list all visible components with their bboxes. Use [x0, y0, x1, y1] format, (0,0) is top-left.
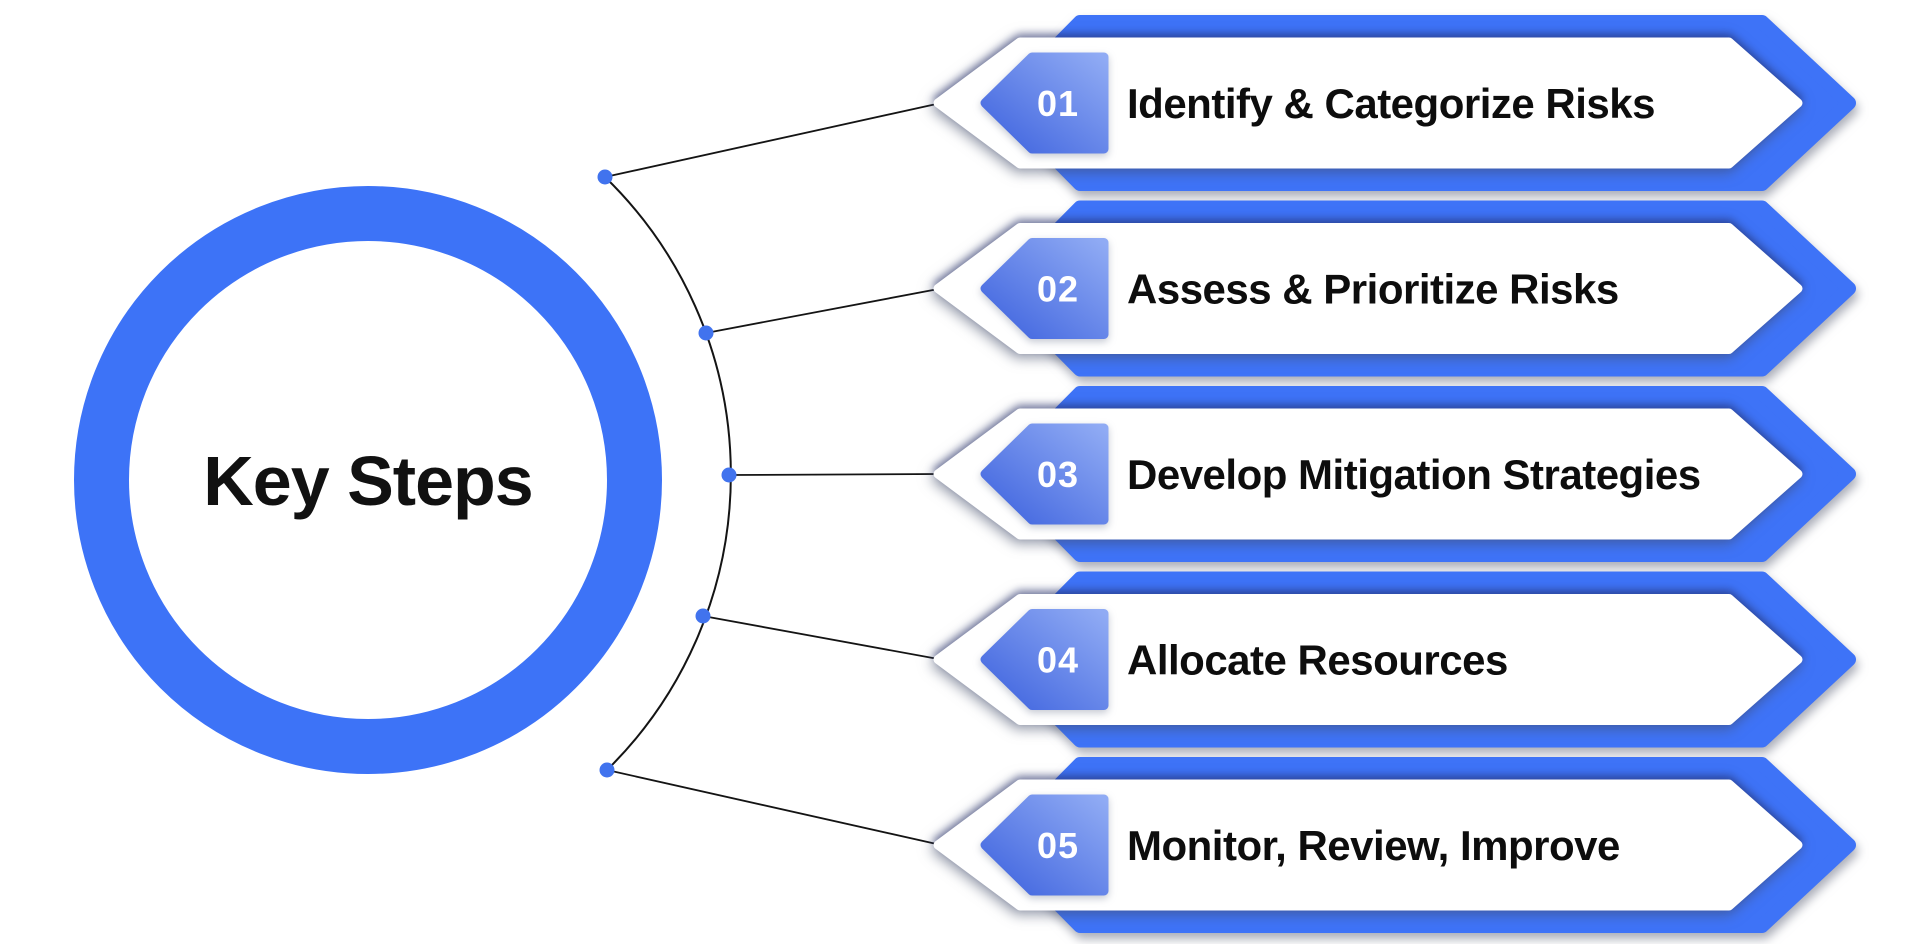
banner-body	[933, 37, 1803, 169]
banner-body	[933, 779, 1803, 911]
connector-line	[728, 473, 942, 476]
page-title: Key Steps	[203, 442, 532, 520]
hub: Key Steps	[74, 186, 662, 774]
step-label: Allocate Resources	[1127, 637, 1508, 684]
node-dot	[721, 467, 737, 483]
step-banner: 03 Develop Mitigation Strategies	[933, 386, 1856, 562]
connector-line	[606, 769, 942, 846]
step-label: Develop Mitigation Strategies	[1127, 451, 1701, 498]
banner-body	[933, 594, 1803, 725]
step-banner: 05 Monitor, Review, Improve	[933, 757, 1856, 933]
step-number-badge	[980, 794, 1109, 896]
node-dot	[698, 325, 714, 341]
step-label: Identify & Categorize Risks	[1127, 80, 1655, 127]
step-banner: 01 Identify & Categorize Risks	[933, 15, 1856, 191]
step-number: 05	[1037, 825, 1079, 866]
step-number-badge	[980, 609, 1109, 710]
connector-group	[597, 102, 942, 846]
step-label: Monitor, Review, Improve	[1127, 822, 1620, 869]
step-number: 03	[1037, 454, 1079, 495]
step-number-badge	[980, 238, 1109, 339]
node-dot	[599, 762, 615, 778]
node-dot	[597, 169, 613, 185]
step-number: 01	[1037, 83, 1079, 124]
node-dot	[695, 608, 711, 624]
step-number: 02	[1037, 269, 1079, 310]
step-banner: 02 Assess & Prioritize Risks	[933, 200, 1856, 377]
step-number-badge	[980, 423, 1109, 525]
connector-line	[604, 102, 942, 178]
banner-body	[933, 223, 1803, 354]
connector-line	[705, 287, 942, 334]
step-label: Assess & Prioritize Risks	[1127, 266, 1619, 313]
hub-ring	[74, 186, 662, 774]
step-banner: 04 Allocate Resources	[933, 571, 1856, 748]
banner-body	[933, 408, 1803, 540]
step-number-badge	[980, 52, 1109, 154]
connector-line	[702, 615, 942, 661]
step-number: 04	[1037, 640, 1079, 681]
